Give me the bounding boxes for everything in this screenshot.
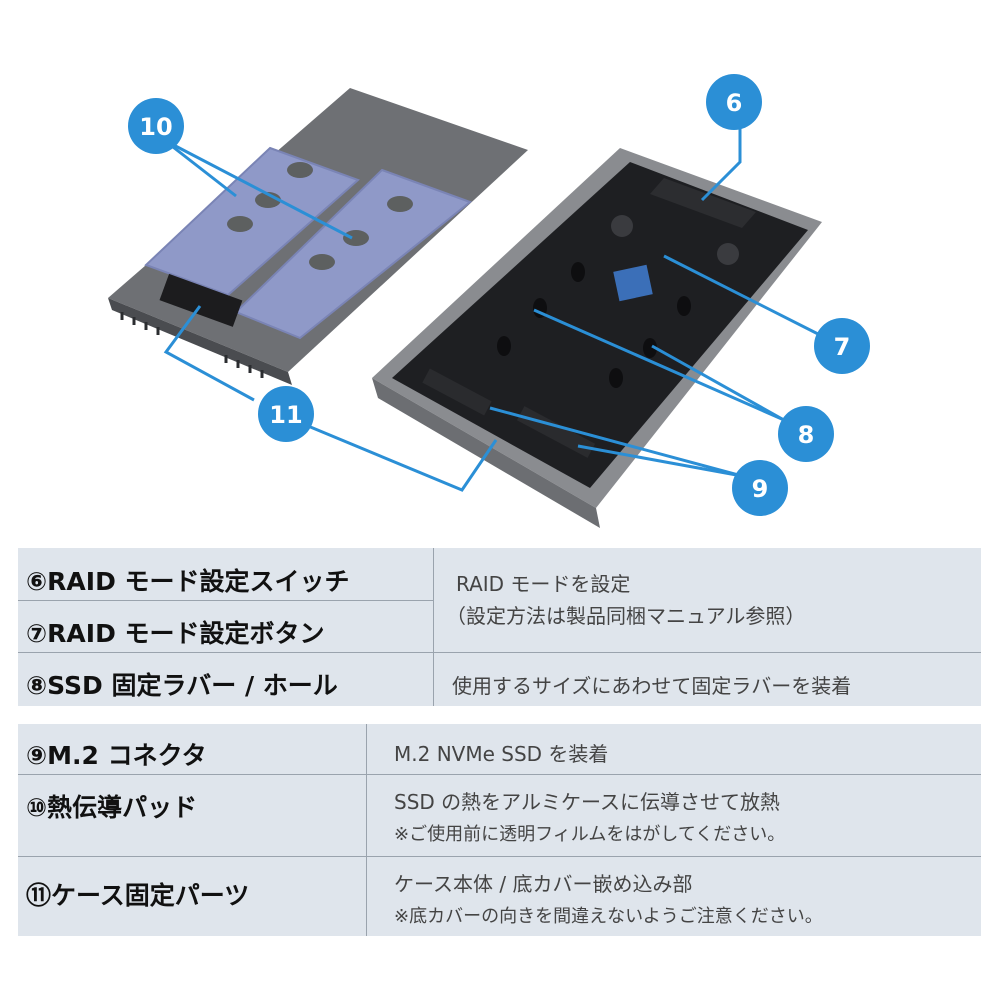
callout-9: 9 <box>732 460 788 516</box>
label-case-part: ⑪ケース固定パーツ <box>26 881 250 910</box>
desc-raid-line2: （設定方法は製品同梱マニュアル参照） <box>446 604 806 628</box>
row-divider <box>18 856 981 857</box>
callout-7-number: 7 <box>834 333 851 361</box>
product-photo: 6 7 8 9 10 11 <box>108 74 870 528</box>
callout-6: 6 <box>706 74 762 130</box>
callout-9-number: 9 <box>752 475 769 503</box>
row-divider <box>18 652 981 653</box>
spec-table-parts: ⑨M.2 コネクタ ⑩熱伝導パッド ⑪ケース固定パーツ M.2 NVMe SSD… <box>18 724 981 936</box>
label-ssd-rubber: ⑧SSD 固定ラバー / ホール <box>26 671 338 700</box>
callout-7: 7 <box>814 318 870 374</box>
label-m2-connector: ⑨M.2 コネクタ <box>26 741 207 770</box>
spec-table-raid: ⑥RAID モード設定スイッチ ⑦RAID モード設定ボタン ⑧SSD 固定ラバ… <box>18 548 981 706</box>
row-divider <box>18 774 981 775</box>
label-raid-switch: ⑥RAID モード設定スイッチ <box>26 567 350 596</box>
column-divider <box>433 548 434 706</box>
desc-thermal-pad-note: ※ご使用前に透明フィルムをはがしてください。 <box>394 824 786 845</box>
desc-m2-connector: M.2 NVMe SSD を装着 <box>394 742 609 766</box>
desc-thermal-pad: SSD の熱をアルミケースに伝導させて放熱 <box>394 790 780 814</box>
desc-raid-line1: RAID モードを設定 <box>456 572 631 596</box>
label-raid-button: ⑦RAID モード設定ボタン <box>26 619 325 648</box>
label-thermal-pad: ⑩熱伝導パッド <box>26 793 198 822</box>
desc-case-part: ケース本体 / 底カバー嵌め込み部 <box>394 872 693 896</box>
column-divider <box>366 724 367 936</box>
callout-6-number: 6 <box>726 89 743 117</box>
leader-lines <box>163 118 823 492</box>
thermal-pad-right <box>234 168 473 340</box>
callout-10: 10 <box>128 98 184 154</box>
callout-8-number: 8 <box>798 421 815 449</box>
row-divider <box>18 600 433 601</box>
callout-11: 11 <box>258 386 314 442</box>
callout-8: 8 <box>778 406 834 462</box>
callout-11-number: 11 <box>269 401 302 429</box>
desc-rubber: 使用するサイズにあわせて固定ラバーを装着 <box>452 674 852 698</box>
bottom-cover <box>108 88 528 385</box>
callout-10-number: 10 <box>139 113 172 141</box>
desc-case-part-note: ※底カバーの向きを間違えないようご注意ください。 <box>394 906 823 927</box>
